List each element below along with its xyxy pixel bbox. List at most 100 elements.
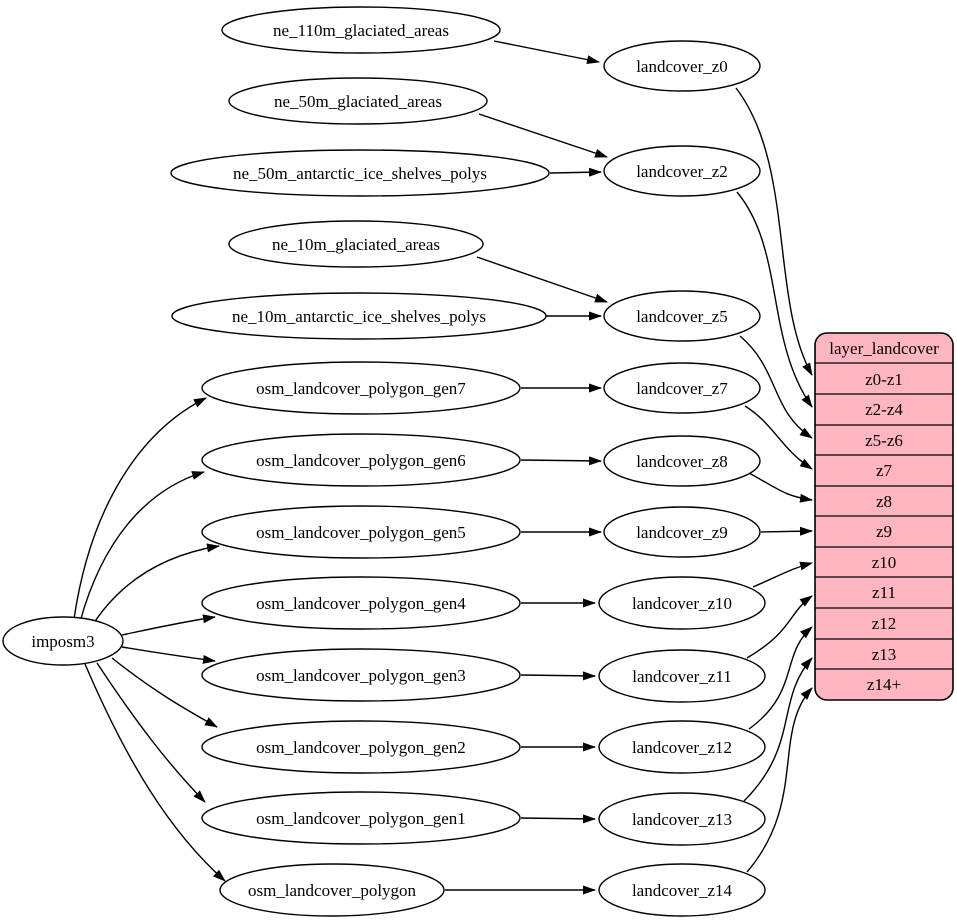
edge-z12-to-row-z12 — [748, 626, 813, 730]
edge-gen6-to-z8 — [520, 456, 602, 466]
node-shape — [170, 149, 550, 197]
node-layer-landcover-table: layer_landcover z0-z1 z2-z4 z5-z6 z7 z8 … — [814, 332, 954, 701]
node-shape — [221, 6, 501, 54]
node-shape — [228, 77, 488, 125]
node-shape — [603, 506, 761, 558]
node-shape — [201, 720, 521, 774]
node-label: landcover_z14 — [632, 881, 733, 900]
table-row-z11: z11 — [872, 583, 896, 602]
node-landcover-z0: landcover_z0 — [603, 40, 761, 92]
edge-imposm3-to-gen7 — [73, 397, 207, 620]
node-shape — [598, 792, 766, 846]
edge-imposm3-to-gen3 — [121, 646, 216, 664]
node-label: osm_landcover_polygon_gen1 — [256, 809, 466, 828]
node-osm-landcover-polygon-gen1: osm_landcover_polygon_gen1 — [201, 791, 521, 845]
edges-layer — [73, 40, 813, 895]
node-label: osm_landcover_polygon_gen5 — [256, 523, 466, 542]
node-label: ne_10m_antarctic_ice_shelves_polys — [232, 307, 486, 326]
node-landcover-z2: landcover_z2 — [603, 145, 761, 197]
table-row-z13: z13 — [872, 645, 897, 664]
node-shape — [603, 145, 761, 197]
node-shape — [228, 220, 484, 268]
node-label: landcover_z0 — [636, 57, 728, 76]
edge-z9-to-row-z9 — [760, 526, 813, 536]
table-title: layer_landcover — [829, 339, 939, 358]
node-label: osm_landcover_polygon_gen4 — [256, 594, 466, 613]
edge-imposm3-to-gen6 — [79, 471, 205, 623]
table-row-z8: z8 — [876, 492, 892, 511]
node-shape — [2, 616, 124, 666]
node-osm-landcover-polygon-gen5: osm_landcover_polygon_gen5 — [201, 505, 521, 559]
edge-gen1-to-z13 — [520, 814, 596, 824]
edge-z10-to-row-z10 — [752, 561, 813, 588]
node-shape — [598, 649, 766, 703]
node-shape — [219, 863, 445, 917]
node-osm-landcover-polygon-gen3: osm_landcover_polygon_gen3 — [201, 648, 521, 702]
node-shape — [603, 40, 761, 92]
node-shape — [201, 648, 521, 702]
node-label: landcover_z9 — [636, 523, 728, 542]
table-row-z14plus: z14+ — [867, 675, 901, 694]
node-ne-110m-glaciated-areas: ne_110m_glaciated_areas — [221, 6, 501, 54]
node-imposm3: imposm3 — [2, 616, 124, 666]
edge-ne10m-glaciated-to-z5 — [476, 256, 608, 303]
node-label: osm_landcover_polygon_gen3 — [256, 666, 466, 685]
node-shape — [598, 720, 766, 774]
nodes-layer: imposm3 ne_110m_glaciated_areas ne_50m_g… — [2, 6, 766, 917]
node-landcover-z8: landcover_z8 — [603, 435, 761, 487]
node-label: ne_50m_glaciated_areas — [274, 92, 442, 111]
node-label: landcover_z8 — [636, 452, 728, 471]
node-landcover-z10: landcover_z10 — [598, 576, 766, 630]
node-landcover-z12: landcover_z12 — [598, 720, 766, 774]
node-label: osm_landcover_polygon — [248, 881, 417, 900]
edge-gen3-to-z11 — [520, 671, 596, 681]
node-shape — [171, 292, 547, 340]
node-shape — [598, 863, 766, 917]
table-row-z2-z4: z2-z4 — [865, 400, 903, 419]
node-label: ne_10m_glaciated_areas — [272, 235, 440, 254]
node-landcover-z11: landcover_z11 — [598, 649, 766, 703]
table-row-z5-z6: z5-z6 — [865, 431, 903, 450]
node-label: osm_landcover_polygon_gen6 — [256, 451, 466, 470]
edge-z13-to-row-z13 — [743, 657, 813, 802]
node-label: ne_110m_glaciated_areas — [273, 21, 449, 40]
node-landcover-z5: landcover_z5 — [603, 290, 761, 342]
edge-ne50m-glaciated-to-z2 — [478, 113, 608, 158]
node-label: landcover_z10 — [632, 594, 732, 613]
node-label: landcover_z2 — [636, 162, 728, 181]
node-label: landcover_z13 — [632, 810, 732, 829]
edge-imposm3-to-gen4 — [121, 614, 216, 636]
edge-ne50m-antarctic-to-z2 — [549, 167, 602, 177]
edge-z7-to-row-z7 — [744, 405, 813, 470]
table-row-z12: z12 — [872, 614, 897, 633]
node-shape — [603, 362, 761, 414]
edge-z11-to-row-z11 — [746, 595, 813, 659]
node-ne-10m-antarctic-ice-shelves-polys: ne_10m_antarctic_ice_shelves_polys — [171, 292, 547, 340]
node-osm-landcover-polygon-gen7: osm_landcover_polygon_gen7 — [201, 361, 521, 415]
node-shape — [201, 791, 521, 845]
node-osm-landcover-polygon: osm_landcover_polygon — [219, 863, 445, 917]
edge-ne110m-to-z0 — [493, 40, 600, 65]
edge-z8-to-row-z8 — [748, 472, 813, 503]
node-label: landcover_z5 — [636, 307, 728, 326]
node-label: osm_landcover_polygon_gen7 — [256, 379, 466, 398]
node-label: landcover_z11 — [632, 667, 731, 686]
table-row-z0-z1: z0-z1 — [865, 370, 903, 389]
edge-z14-to-row-z14plus — [746, 687, 813, 873]
node-ne-50m-antarctic-ice-shelves-polys: ne_50m_antarctic_ice_shelves_polys — [170, 149, 550, 197]
node-label: landcover_z7 — [636, 379, 728, 398]
node-landcover-z13: landcover_z13 — [598, 792, 766, 846]
edge-imposm3-to-gen1 — [96, 662, 206, 803]
node-label: imposm3 — [31, 632, 94, 651]
node-osm-landcover-polygon-gen6: osm_landcover_polygon_gen6 — [201, 433, 521, 487]
node-label: osm_landcover_polygon_gen2 — [256, 738, 466, 757]
table-row-z7: z7 — [876, 461, 893, 480]
node-shape — [201, 505, 521, 559]
node-label: landcover_z12 — [632, 738, 732, 757]
edge-imposm3-to-gen5 — [89, 543, 220, 630]
edge-z2-to-row-z2-z4 — [736, 191, 813, 408]
edge-imposm3-to-polygon — [84, 663, 226, 882]
node-shape — [201, 576, 521, 630]
